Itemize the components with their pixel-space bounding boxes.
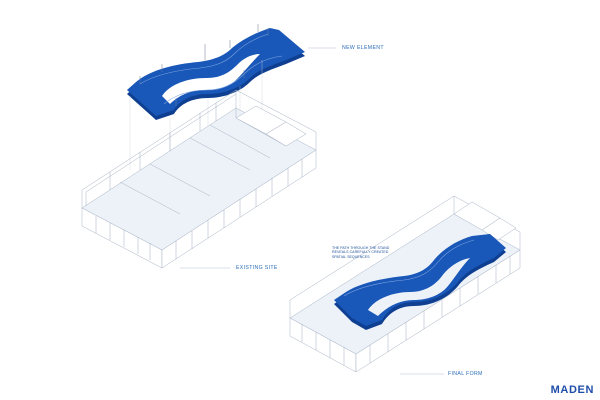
final-form-element: [334, 234, 506, 330]
maden-logo: MADEN: [550, 384, 594, 396]
new-element-label: NEW ELEMENT: [342, 45, 384, 51]
final-form-label: FINAL FORM: [448, 371, 483, 377]
existing-site-model: [81, 89, 317, 269]
path-annotation: THE PATH THROUGH THE STAND REVEALS CAREF…: [332, 246, 390, 259]
new-element-shape: [127, 24, 305, 120]
existing-site-label: EXISTING SITE: [236, 265, 278, 271]
